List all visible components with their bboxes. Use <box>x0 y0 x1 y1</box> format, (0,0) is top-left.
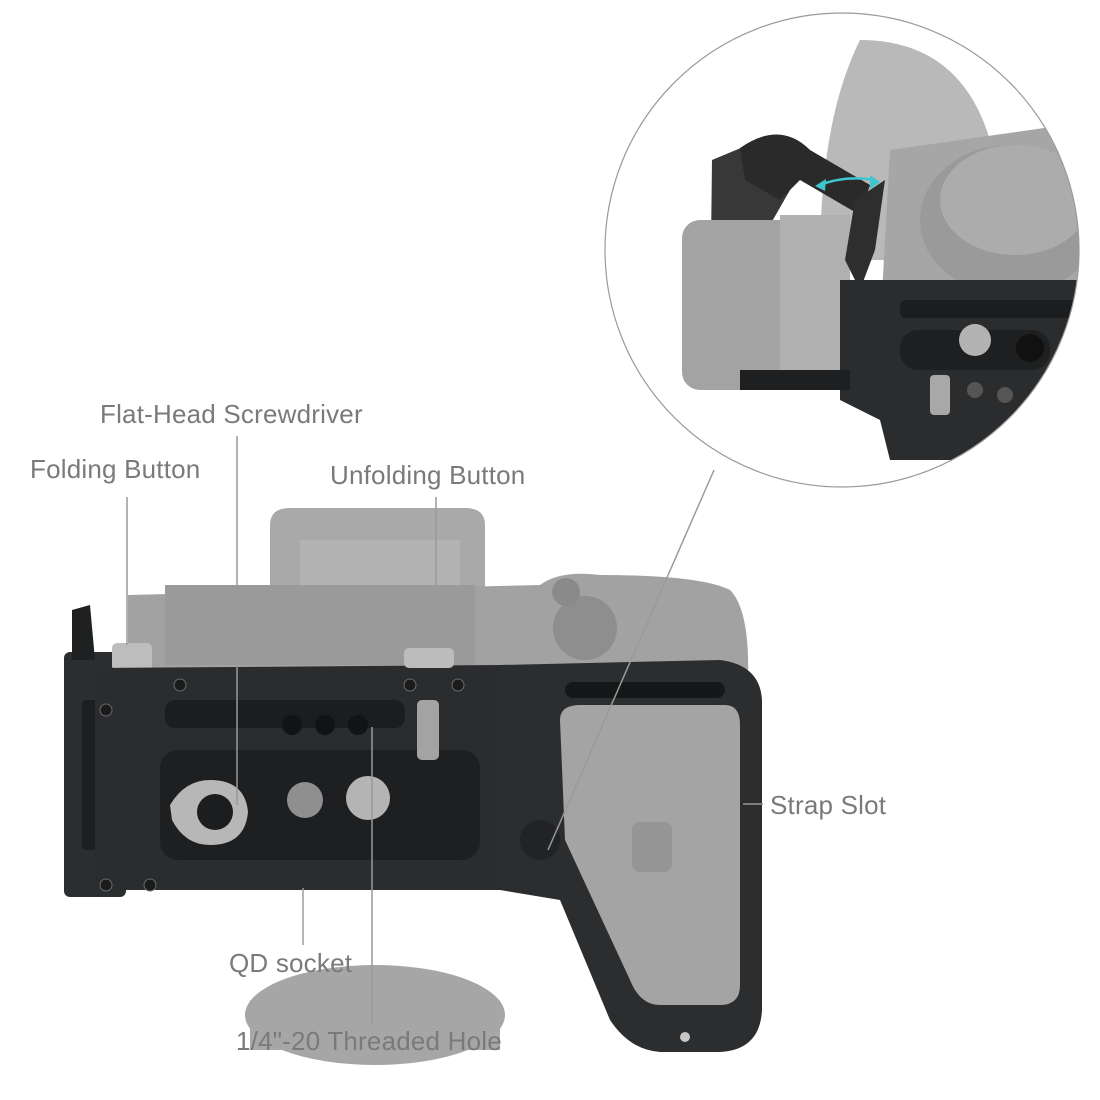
detail-inset <box>604 12 1080 488</box>
label-strap-slot: Strap Slot <box>770 790 887 820</box>
leader-lines <box>126 436 763 1024</box>
main-product-view <box>64 508 762 1065</box>
qd-socket-part <box>287 782 323 818</box>
threaded-hole-part <box>348 715 368 735</box>
label-unfolding-button: Unfolding Button <box>330 460 526 490</box>
label-flat-head-screwdriver: Flat-Head Screwdriver <box>100 399 363 429</box>
folding-button-part <box>112 643 152 671</box>
inset-leader-line <box>547 469 715 851</box>
label-folding-button: Folding Button <box>30 454 201 484</box>
label-qd-socket: QD socket <box>229 948 353 978</box>
label-threaded-hole: 1/4"-20 Threaded Hole <box>236 1026 502 1056</box>
unfolding-button-part <box>404 648 454 668</box>
